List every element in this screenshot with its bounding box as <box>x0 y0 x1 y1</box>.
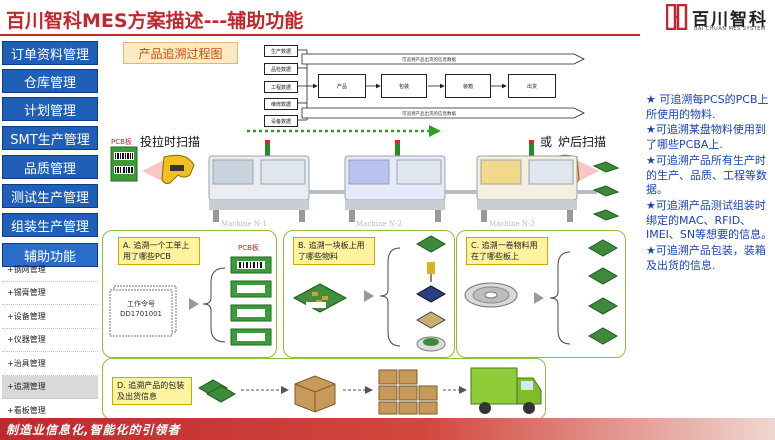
auxiliary-submenu: +钢网管理 +锡膏管理 +设备管理 +仪器管理 +治具管理 +追溯管理 +看板管… <box>2 258 98 423</box>
menu-warehouse[interactable]: 仓库管理 <box>2 69 98 93</box>
flow-stage-boxing: 装箱 <box>445 74 491 98</box>
work-order-number: DD1701001 <box>120 310 162 318</box>
submenu-stencil[interactable]: +钢网管理 <box>2 258 98 282</box>
menu-smt-production[interactable]: SMT生产管理 <box>2 126 98 150</box>
machine-1-graphic <box>208 140 310 222</box>
feature-item-4: ★可追溯产品测试组装时绑定的MAC、RFID、IMEI、SN等想要的信息。 <box>646 198 773 242</box>
diagram-title: 产品追溯过程图 <box>123 42 238 64</box>
flow-top-arrow-text: 可追溯产品出货的信息数据 <box>402 58 456 63</box>
scan-after-label: 炉后扫描 <box>558 135 607 149</box>
menu-quality[interactable]: 品质管理 <box>2 155 98 179</box>
scan-or-label: 或 <box>540 135 553 149</box>
logo-name: 百川智科 <box>692 10 768 30</box>
process-direction-arrow <box>247 125 441 137</box>
menu-assembly-production[interactable]: 组装生产管理 <box>2 213 98 237</box>
header: 百川智科MES方案描述---辅助功能 百川智科 BAI CHUAN MES SY… <box>0 0 775 38</box>
machine-2-label: Machine N-2 <box>356 220 402 228</box>
section-a-pcb-list-icon <box>230 256 272 346</box>
feature-item-3: ★可追溯产品所有生产时的生产、品质、工程等数据。 <box>646 153 767 197</box>
flow-box-equipment-data: 设备数据 <box>264 115 298 127</box>
pcb-barcode-icon <box>110 146 138 182</box>
section-d-title: D. 追溯产品的包装及出货信息 <box>112 377 192 405</box>
logo-subtitle: BAI CHUAN MES SYSTEM <box>694 26 766 32</box>
machine-1-label: Machine N-1 <box>221 220 267 228</box>
scan-before-label: 投拉时扫描 <box>140 135 201 149</box>
logo-mark-icon <box>666 4 688 30</box>
header-divider <box>0 34 640 36</box>
section-a-brackets <box>189 267 226 343</box>
submenu-instrument[interactable]: +仪器管理 <box>2 329 98 352</box>
feature-item-1: ★ 可追溯每PCS的PCB上所使用的物料. <box>646 93 769 121</box>
company-logo: 百川智科 BAI CHUAN MES SYSTEM <box>666 4 774 36</box>
footer-slogan: 制造业信息化,智能化的引领者 <box>6 423 181 437</box>
flow-box-engineering-data: 工程数据 <box>264 81 298 93</box>
section-a-title: A. 追溯一个工单上用了哪些PCB <box>118 237 200 265</box>
flow-bottom-arrow-text: 可追溯产品出货的信息数据 <box>402 112 456 117</box>
submenu-traceability[interactable]: +追溯管理 <box>2 375 98 399</box>
section-c-brackets <box>534 251 571 345</box>
flow-box-repair-data: 维修数据 <box>264 98 298 110</box>
machine-2-graphic <box>344 140 446 222</box>
sidebar: 订单资料管理 仓库管理 计划管理 SMT生产管理 品质管理 测试生产管理 组装生… <box>0 40 100 426</box>
flow-box-inspection-data: 品检数据 <box>264 63 298 75</box>
barcode-scanner-icon <box>142 154 195 184</box>
menu-auxiliary[interactable]: 辅助功能 <box>2 243 98 267</box>
feature-list: ★ 可追溯每PCS的PCB上所使用的物料. ★可追溯某盘物料使用到了哪些PCBA… <box>646 93 774 274</box>
section-a-pcb-tag: PCB板 <box>238 244 259 252</box>
menu-planning[interactable]: 计划管理 <box>2 97 98 121</box>
page-title: 百川智科MES方案描述---辅助功能 <box>6 10 304 32</box>
traceability-flow-diagram <box>298 49 585 121</box>
feature-item-2: ★可追溯某盘物料使用到了哪些PCBA上. <box>646 123 766 152</box>
flow-box-production-data: 生产数据 <box>264 45 298 57</box>
section-d-shipping-flow <box>197 367 542 415</box>
flow-stage-product: 产品 <box>318 74 366 98</box>
machine-3-graphic <box>476 140 578 222</box>
section-b-brackets <box>364 247 401 347</box>
flow-stage-packing: 包装 <box>381 74 427 98</box>
machine-3-label: Machine N-3 <box>489 220 535 228</box>
section-c-reel-icon <box>464 282 518 308</box>
section-b-components-icon <box>415 235 447 352</box>
section-b-pcba-icon <box>292 283 348 313</box>
feature-item-5: ★可追溯产品包装，装箱及出货的信息. <box>646 244 766 272</box>
menu-order-data[interactable]: 订单资料管理 <box>2 41 98 65</box>
pcb-tag-top: PCB板 <box>111 138 132 146</box>
flow-stage-shipping: 出货 <box>508 74 556 98</box>
smt-machine-line <box>208 140 597 222</box>
submenu-solder-paste[interactable]: +锡膏管理 <box>2 282 98 305</box>
work-order-label: 工作令号 <box>127 300 155 308</box>
section-c-boards-icon <box>587 239 619 345</box>
work-order-document-icon <box>109 285 177 337</box>
footer-banner: 制造业信息化,智能化的引领者 <box>0 418 775 440</box>
scanned-boards-icon <box>592 161 620 221</box>
submenu-fixture[interactable]: +治具管理 <box>2 352 98 376</box>
submenu-equipment[interactable]: +设备管理 <box>2 305 98 329</box>
menu-test-production[interactable]: 测试生产管理 <box>2 184 98 208</box>
section-b-title: B. 追溯一块板上用了哪些物料 <box>293 237 375 265</box>
section-c-title: C. 追溯一卷物料用在了哪些板上 <box>466 237 548 265</box>
